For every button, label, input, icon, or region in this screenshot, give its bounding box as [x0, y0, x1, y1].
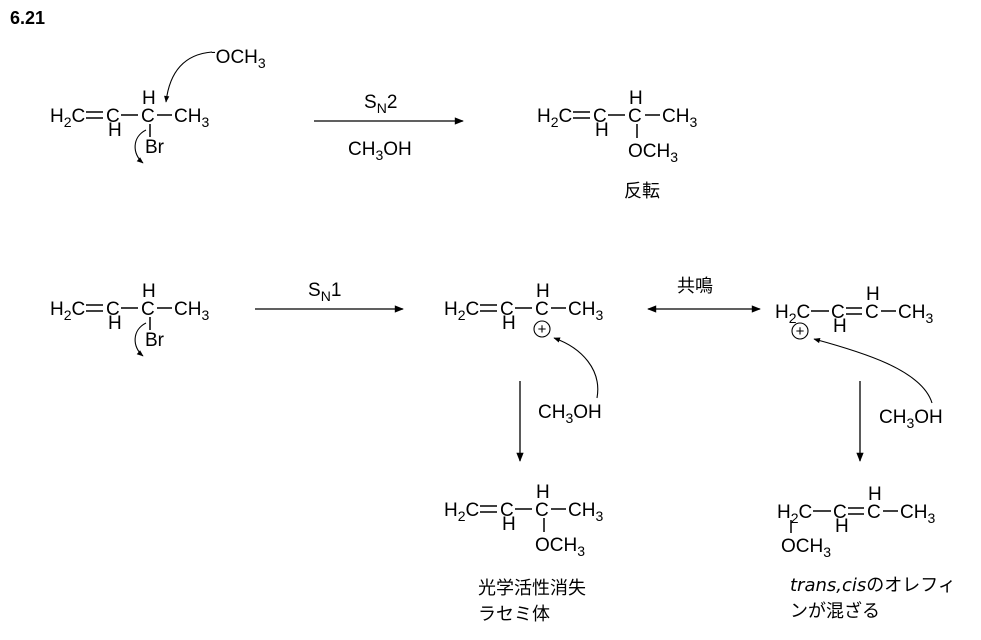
sn2-label: SN2 [364, 92, 397, 116]
problem-number: 6.21 [10, 8, 45, 28]
atom-ch-vinyl: C [833, 502, 847, 523]
atom-c-stereocenter: C [535, 500, 549, 521]
atom-c-cation: C [535, 299, 549, 320]
sn1-product-olefin-mixture: H2C OCH3 C H C H CH3 [777, 484, 935, 560]
atom-h-stereocenter: H [142, 88, 156, 109]
positive-charge-icon [533, 320, 551, 338]
atom-ch3: CH3 [174, 106, 209, 130]
racemic-note-line2: ラセミ体 [478, 604, 550, 625]
atom-h2c: H2C [537, 106, 572, 130]
atom-ch3: CH3 [568, 500, 603, 524]
atom-h2c: H2C [50, 106, 85, 130]
atom-och3: OCH3 [628, 141, 678, 165]
carbocation-secondary: H2C C H C H CH3 + [444, 281, 603, 338]
atom-h2c-cation: H2C [775, 302, 810, 326]
atom-ch3: CH3 [174, 299, 209, 323]
atom-h2c: H2C [444, 299, 479, 323]
atom-ch-vinyl: C [106, 106, 120, 127]
atom-h-vinyl: H [108, 120, 122, 141]
olefin-note-line2: ンが混ざる [790, 600, 880, 622]
atom-br: Br [145, 330, 165, 351]
atom-c-stereocenter: C [141, 299, 155, 320]
atom-h2c: H2C [50, 299, 85, 323]
atom-och3: OCH3 [781, 536, 831, 560]
atom-h-vinyl: H [595, 120, 609, 141]
atom-c-stereocenter: C [628, 106, 642, 127]
atom-ch-vinyl: C [593, 106, 607, 127]
racemic-note-line1: 光学活性消失 [478, 578, 586, 599]
leaving-group-arrow [134, 322, 147, 357]
atom-h-vinyl2: H [868, 484, 882, 505]
atom-ch-vinyl: C [831, 302, 845, 323]
methanol-label-left: CH3OH [538, 402, 602, 426]
methanol-label-right: CH3OH [879, 407, 943, 431]
atom-h-vinyl2: H [866, 284, 880, 305]
atom-ch-vinyl2: C [865, 302, 879, 323]
positive-charge-icon [791, 322, 809, 340]
sn1-label: SN1 [308, 280, 341, 304]
positive-charge-sign: + [796, 323, 805, 340]
atom-br: Br [145, 137, 165, 158]
olefin-note-line1: trans,cisのオレフィ [790, 575, 956, 596]
atom-ch3: CH3 [568, 299, 603, 323]
atom-h-cation: H [536, 281, 550, 302]
inversion-label: 反転 [624, 181, 660, 202]
sn1-product-racemic: H2C C H C H OCH3 CH3 [444, 482, 603, 559]
positive-charge-sign: + [538, 321, 547, 338]
atom-ch-vinyl: C [106, 299, 120, 320]
atom-h-vinyl: H [502, 514, 516, 535]
atom-ch3: CH3 [662, 106, 697, 130]
atom-ch3: CH3 [898, 302, 933, 326]
atom-c-stereocenter: C [141, 106, 155, 127]
resonance-label: 共鳴 [677, 276, 713, 297]
sn2-solvent-label: CH3OH [348, 139, 412, 163]
sn2-product: H2C C H C H OCH3 CH3 [537, 88, 697, 165]
atom-ch-vinyl: C [500, 299, 514, 320]
methanol-attack-arrow-left [553, 337, 599, 399]
methanol-attack-arrow-right [813, 338, 933, 404]
atom-h-stereocenter: H [629, 88, 643, 109]
leaving-group-arrow [134, 129, 147, 164]
carbocation-primary: H2C C H C H CH3 + [775, 284, 933, 340]
atom-ch3: CH3 [900, 502, 935, 526]
sn2-substrate: H2C C H C H Br CH3 [50, 88, 209, 158]
atom-h-vinyl: H [502, 313, 516, 334]
atom-h-vinyl: H [835, 516, 849, 537]
sn1-substrate: H2C C H C H Br CH3 [50, 281, 209, 351]
nucleophile-methoxide: -OCH3 [211, 43, 266, 71]
atom-h2c: H2C [444, 500, 479, 524]
atom-h-stereocenter: H [142, 281, 156, 302]
atom-h-vinyl: H [833, 316, 847, 337]
atom-h2c: H2C [777, 502, 812, 526]
atom-ch-vinyl: C [500, 500, 514, 521]
atom-ch-vinyl2: C [867, 502, 881, 523]
atom-h-stereocenter: H [536, 482, 550, 503]
atom-och3: OCH3 [535, 535, 585, 559]
atom-h-vinyl: H [108, 313, 122, 334]
nucleophile-attack-arrow [164, 51, 213, 103]
